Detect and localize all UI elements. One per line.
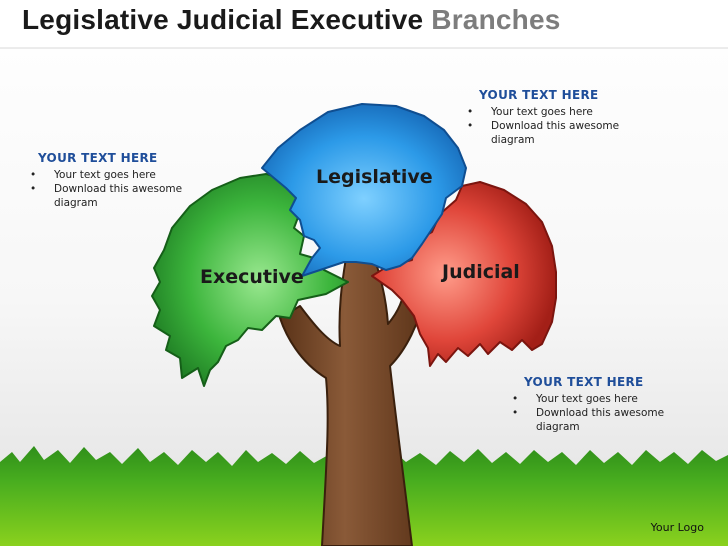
page-title: Legislative Judicial Executive Branches [22, 4, 561, 36]
bullet-item: Download this awesome diagram [30, 182, 194, 210]
title-sub: Branches [431, 4, 561, 35]
callout-heading: YOUR TEXT HERE [38, 151, 158, 165]
bullet-item: Download this awesome diagram [512, 406, 676, 434]
callout-left: YOUR TEXT HERE Your text goes here Downl… [30, 151, 194, 210]
bullet-list: Your text goes here Download this awesom… [30, 168, 194, 210]
callout-top-right: YOUR TEXT HERE Your text goes here Downl… [467, 88, 631, 147]
bullet-list: Your text goes here Download this awesom… [512, 392, 676, 434]
executive-label: Executive [200, 266, 304, 288]
bullet-item: Your text goes here [30, 168, 194, 182]
logo-text: Your Logo [650, 521, 704, 534]
judicial-leaf [371, 181, 557, 367]
bullet-list: Your text goes here Download this awesom… [467, 105, 631, 147]
callout-heading: YOUR TEXT HERE [479, 88, 599, 102]
title-main: Legislative Judicial Executive [22, 4, 424, 35]
bullet-item: Your text goes here [467, 105, 631, 119]
judicial-label: Judicial [442, 261, 520, 283]
callout-heading: YOUR TEXT HERE [524, 375, 644, 389]
bullet-item: Download this awesome diagram [467, 119, 631, 147]
legislative-leaf [261, 103, 467, 277]
bullet-item: Your text goes here [512, 392, 676, 406]
legislative-label: Legislative [316, 166, 433, 188]
callout-bottom-right: YOUR TEXT HERE Your text goes here Downl… [512, 375, 676, 434]
